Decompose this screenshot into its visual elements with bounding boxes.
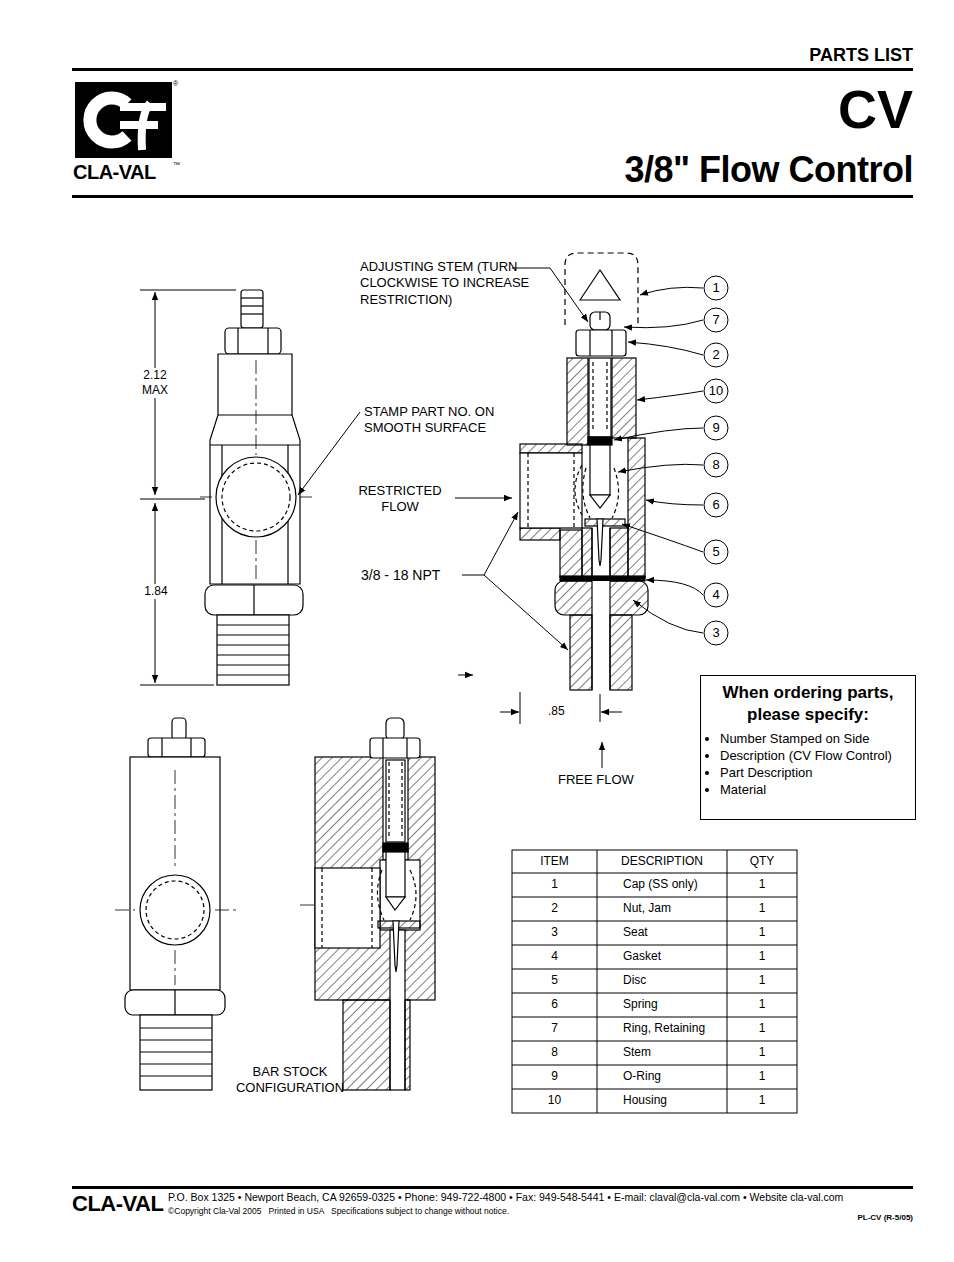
dimension-label: .85	[548, 704, 565, 719]
callout-note: STAMP PART NO. ON SMOOTH SURFACE	[364, 404, 514, 437]
table-cell: 4	[512, 949, 597, 964]
table-header: DESCRIPTION	[597, 854, 727, 869]
table-cell: 1	[727, 1069, 797, 1084]
table-cell: Cap (SS only)	[623, 877, 698, 892]
table-cell: Nut, Jam	[623, 901, 671, 916]
page-title: 3/8" Flow Control	[624, 152, 913, 188]
bar-stock-section	[315, 718, 435, 1090]
bullet-item: Description (CV Flow Control)	[720, 747, 909, 764]
leader-lines	[614, 287, 703, 633]
callout-number: 8	[703, 452, 729, 478]
dimension-label: 2.12 MAX	[133, 368, 177, 398]
flow-label: FREE FLOW	[558, 772, 634, 788]
dimension-label: 1.84	[140, 584, 172, 599]
table-cell: Spring	[623, 997, 658, 1012]
table-cell: 1	[727, 877, 797, 892]
table-cell: Gasket	[623, 949, 661, 964]
table-cell: 1	[727, 997, 797, 1012]
callout-number: 9	[703, 415, 729, 441]
bullet-item: Material	[720, 781, 909, 798]
callout-circle: 2	[703, 342, 729, 368]
center-line	[200, 360, 312, 580]
table-cell: 7	[512, 1021, 597, 1036]
bullet-list: Number Stamped on SideDescription (CV Fl…	[707, 730, 909, 798]
table-cell: 1	[727, 1093, 797, 1108]
table-cell: Ring, Retaining	[623, 1021, 705, 1036]
logo-text: CLA-VAL	[73, 160, 156, 185]
table-cell: 1	[727, 925, 797, 940]
callout-circle: 1	[703, 275, 729, 301]
table-cell: Stem	[623, 1045, 651, 1060]
thread-label: 3/8 - 18 NPT	[361, 567, 440, 585]
section-view	[520, 253, 648, 690]
trademark-mark: ™	[173, 161, 180, 170]
trademark-mark: ®	[173, 80, 178, 89]
callout-number: 7	[703, 307, 729, 333]
footer-copyright: ©Copyright Cla-Val 2005 Printed in USA S…	[168, 1206, 509, 1217]
callout-circle: 4	[703, 582, 729, 608]
bar-stock-view	[125, 718, 225, 1090]
table-cell: 1	[727, 973, 797, 988]
table-cell: 1	[727, 901, 797, 916]
center-line	[115, 770, 315, 985]
callout-circle: 3	[703, 620, 729, 646]
callout-number: 1	[703, 275, 729, 301]
callout-note: ADJUSTING STEM (TURN CLOCKWISE TO INCREA…	[360, 259, 545, 308]
footer-logo: CLA-VAL	[72, 1190, 163, 1218]
product-code: CV	[838, 82, 913, 136]
table-header: ITEM	[512, 854, 597, 869]
table-cell: 6	[512, 997, 597, 1012]
table-cell: Disc	[623, 973, 646, 988]
view-label: BAR STOCK CONFIGURATION	[225, 1064, 355, 1097]
footer-address: P.O. Box 1325 • Newport Beach, CA 92659-…	[168, 1191, 843, 1204]
table-cell: 1	[727, 1045, 797, 1060]
callout-number: 6	[703, 492, 729, 518]
table-cell: 2	[512, 901, 597, 916]
table-cell: 9	[512, 1069, 597, 1084]
table-header: QTY	[727, 854, 797, 869]
callout-circle: 7	[703, 307, 729, 333]
table-cell: 10	[512, 1093, 597, 1108]
callout-circle: 8	[703, 452, 729, 478]
table-cell: O-Ring	[623, 1069, 661, 1084]
box-heading: When ordering parts, please specify:	[708, 682, 908, 726]
bullet-item: Part Description	[720, 764, 909, 781]
flow-label: RESTRICTED FLOW	[350, 483, 450, 516]
table-cell: 8	[512, 1045, 597, 1060]
callout-number: 5	[703, 539, 729, 565]
document-code: PL-CV (R-5/05)	[857, 1213, 913, 1223]
table-cell: 1	[512, 877, 597, 892]
callout-number: 3	[703, 620, 729, 646]
table-cell: 1	[727, 949, 797, 964]
table-cell: 5	[512, 973, 597, 988]
table-grid	[512, 850, 797, 1113]
callout-number: 4	[703, 582, 729, 608]
table-cell: Housing	[623, 1093, 667, 1108]
table-cell: 3	[512, 925, 597, 940]
ordering-info-box: When ordering parts, please specify:Numb…	[700, 675, 916, 820]
callout-circle: 5	[703, 539, 729, 565]
table-cell: Seat	[623, 925, 648, 940]
header-label: PARTS LIST	[809, 44, 913, 67]
callout-circle: 10	[703, 378, 729, 404]
callout-circle: 9	[703, 415, 729, 441]
callout-number: 2	[703, 342, 729, 368]
bullet-item: Number Stamped on Side	[720, 730, 909, 747]
table-cell: 1	[727, 1021, 797, 1036]
dimension-lines	[140, 268, 622, 768]
callout-circle: 6	[703, 492, 729, 518]
elevation-view	[205, 290, 303, 685]
logo-mark	[75, 82, 172, 158]
callout-number: 10	[703, 378, 729, 404]
